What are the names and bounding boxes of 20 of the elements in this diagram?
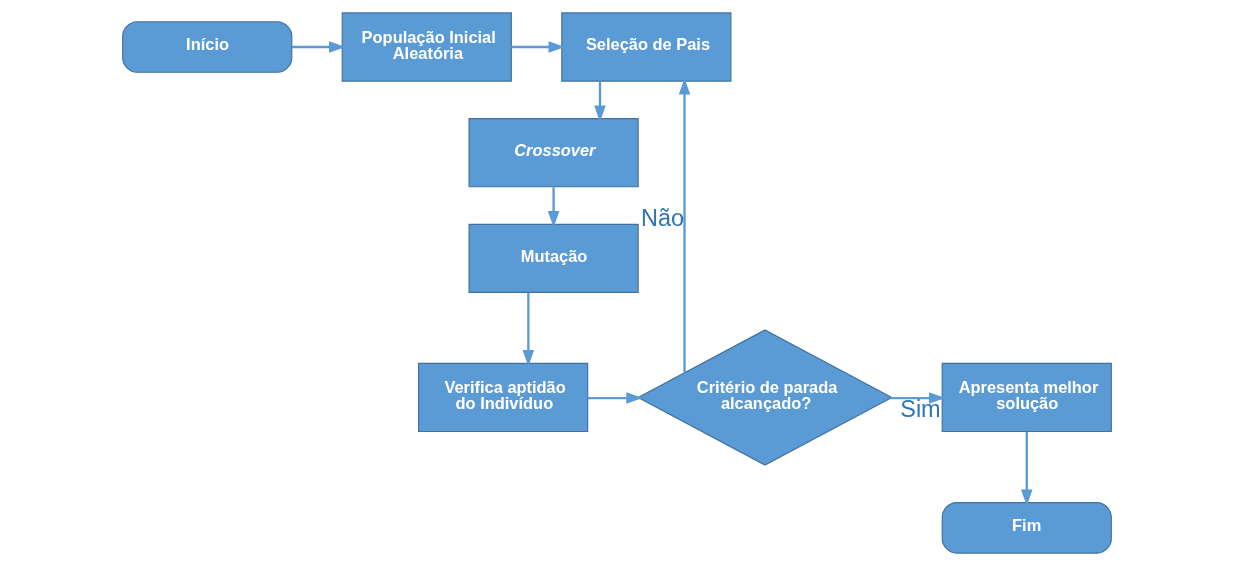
arrow (522, 292, 534, 367)
arrow (678, 78, 690, 373)
arrow (890, 392, 945, 404)
arrow (587, 392, 643, 404)
arrow (593, 81, 606, 122)
node-box: Início (121, 21, 292, 73)
edge-label: Sim (899, 395, 941, 422)
node-box: População Inicial Aleatória (341, 12, 512, 82)
node-box: Mutação (467, 223, 639, 293)
arrow (1020, 431, 1033, 506)
arrow (291, 41, 345, 53)
node-box: Fim (941, 501, 1112, 554)
arrow (510, 41, 565, 53)
arrow (547, 187, 559, 228)
node-box: Seleção de Pais (560, 12, 731, 82)
node-box: Crossover (467, 118, 639, 188)
node-box: Apresenta melhor solução (941, 362, 1112, 433)
node-box: Verifica aptidão do Indivíduo (417, 362, 588, 433)
edge-label: Não (640, 204, 684, 231)
node-diamond: Critério de parada alcançado? (636, 329, 893, 466)
